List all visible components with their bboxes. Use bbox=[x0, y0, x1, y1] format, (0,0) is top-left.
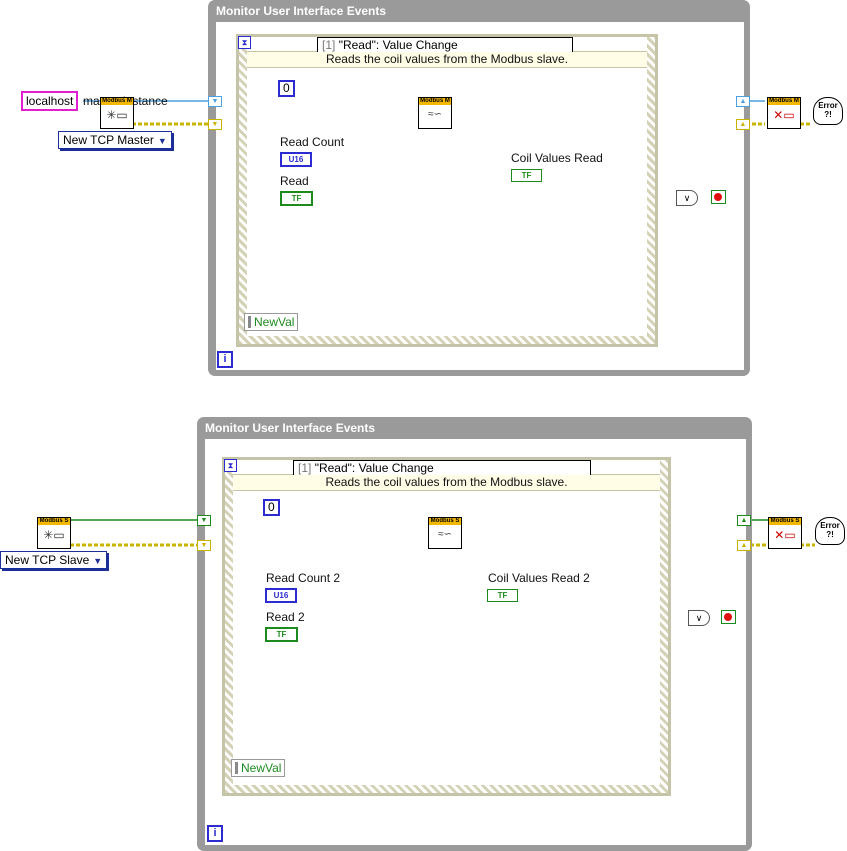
event-case-number: [1] bbox=[322, 38, 336, 52]
modbus-create-master-vi[interactable]: Modbus M ✳▭ bbox=[100, 97, 134, 129]
ring-label-2: New TCP Slave bbox=[5, 553, 90, 567]
shift-register-out-icon-2: ▲ bbox=[737, 515, 751, 526]
create-icon: ✳▭ bbox=[106, 108, 128, 122]
read-count-label-2: Read Count 2 bbox=[266, 571, 341, 585]
zero-constant[interactable]: 0 bbox=[278, 80, 295, 97]
event-description-2: Reads the coil values from the Modbus sl… bbox=[233, 475, 660, 491]
vi-header: Modbus M bbox=[768, 98, 800, 105]
read-boolean-terminal[interactable]: TF bbox=[280, 191, 313, 206]
error-handler-label: Error bbox=[818, 101, 838, 110]
coil-values-indicator: TF bbox=[511, 169, 542, 182]
vi-header: Modbus S bbox=[38, 518, 70, 525]
event-case-number-2: [1] bbox=[298, 461, 312, 475]
ring-label: New TCP Master bbox=[63, 133, 154, 147]
read-coils-icon: ≈∽ bbox=[428, 109, 442, 120]
read-count-terminal-2[interactable]: U16 bbox=[265, 588, 297, 603]
info-icon-2: i bbox=[207, 825, 223, 842]
read-label: Read bbox=[280, 174, 309, 188]
shift-register-error-in-icon-2: ▼ bbox=[197, 540, 211, 551]
timeout-icon-2: ⧗ bbox=[224, 459, 237, 472]
vi-header: Modbus M bbox=[101, 98, 133, 105]
modbus-create-slave-vi[interactable]: Modbus S ✳▭ bbox=[37, 517, 71, 549]
event-case-name: "Read": Value Change bbox=[338, 38, 458, 52]
event-structure-2: [1] "Read": Value Change Reads the coil … bbox=[222, 457, 671, 796]
shift-register-error-out-icon: ▲ bbox=[736, 119, 750, 130]
read-label-2: Read 2 bbox=[266, 610, 305, 624]
vi-header: Modbus S bbox=[429, 518, 461, 525]
event-case-name-2: "Read": Value Change bbox=[314, 461, 434, 475]
loop-title-2: Monitor User Interface Events bbox=[205, 421, 376, 435]
newval-node-2: NewVal bbox=[231, 759, 286, 777]
event-structure-1: [1] "Read": Value Change Reads the coil … bbox=[236, 34, 658, 347]
or-gate-icon: ∨ bbox=[676, 190, 698, 206]
coil-values-label: Coil Values Read bbox=[511, 151, 603, 165]
read-count-terminal[interactable]: U16 bbox=[280, 152, 312, 167]
info-icon: i bbox=[217, 351, 233, 368]
stop-icon bbox=[711, 190, 726, 204]
create-icon-2: ✳▭ bbox=[43, 528, 65, 542]
shift-register-in-icon-2: ▼ bbox=[197, 515, 211, 526]
zero-constant-2[interactable]: 0 bbox=[263, 499, 280, 516]
vi-header: Modbus M bbox=[419, 98, 451, 105]
event-case-selector[interactable]: [1] "Read": Value Change bbox=[317, 37, 573, 53]
tcp-slave-ring[interactable]: New TCP Slave▼ bbox=[0, 551, 108, 569]
or-gate-icon-2: ∨ bbox=[688, 610, 710, 626]
shift-register-out-icon: ▲ bbox=[736, 96, 750, 107]
shift-register-error-in-icon: ▼ bbox=[208, 119, 222, 130]
read-boolean-terminal-2[interactable]: TF bbox=[265, 627, 298, 642]
error-handler-label-2: Error bbox=[820, 521, 840, 530]
timeout-icon: ⧗ bbox=[238, 36, 251, 49]
modbus-close-vi[interactable]: Modbus M ✕▭ bbox=[767, 97, 801, 129]
coil-values-indicator-2: TF bbox=[487, 589, 518, 602]
coil-values-label-2: Coil Values Read 2 bbox=[488, 571, 590, 585]
error-handler-icon-2[interactable]: Error?! bbox=[815, 517, 845, 545]
close-icon: ✕▭ bbox=[773, 108, 795, 122]
event-case-selector-2[interactable]: [1] "Read": Value Change bbox=[293, 460, 591, 476]
loop-title: Monitor User Interface Events bbox=[216, 4, 387, 18]
shift-register-error-out-icon-2: ▲ bbox=[737, 540, 751, 551]
host-constant[interactable]: localhost bbox=[21, 91, 79, 111]
stop-icon-2 bbox=[721, 610, 736, 624]
read-coils-icon-2: ≈∽ bbox=[438, 529, 452, 540]
modbus-read-coils-vi-2[interactable]: Modbus S ≈∽ bbox=[428, 517, 462, 549]
dropdown-arrow-icon-2: ▼ bbox=[93, 556, 103, 566]
close-icon-2: ✕▭ bbox=[774, 528, 796, 542]
vi-header: Modbus S bbox=[769, 518, 801, 525]
event-description: Reads the coil values from the Modbus sl… bbox=[247, 52, 647, 68]
tcp-master-ring[interactable]: New TCP Master▼ bbox=[58, 131, 172, 149]
newval-node: NewVal bbox=[244, 313, 299, 331]
shift-register-in-icon: ▼ bbox=[208, 96, 222, 107]
error-handler-icon[interactable]: Error?! bbox=[813, 97, 843, 125]
modbus-read-coils-vi[interactable]: Modbus M ≈∽ bbox=[418, 97, 452, 129]
read-count-label: Read Count bbox=[280, 135, 345, 149]
modbus-close-vi-2[interactable]: Modbus S ✕▭ bbox=[768, 517, 802, 549]
dropdown-arrow-icon: ▼ bbox=[157, 136, 167, 146]
